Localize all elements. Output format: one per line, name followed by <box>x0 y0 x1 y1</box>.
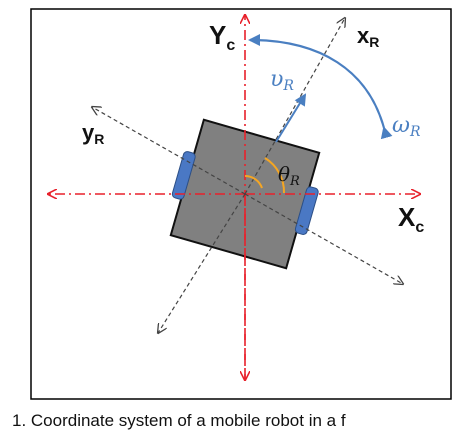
axis-y-r-neg <box>244 193 403 284</box>
theta-angle-arc <box>244 174 263 189</box>
velocity-arrow <box>275 93 307 143</box>
wheel-left <box>171 151 196 200</box>
label-theta-r: θR <box>278 162 300 189</box>
figure-border <box>30 8 452 400</box>
theta-angle-arc-outer <box>264 157 286 194</box>
label-y-r: yR <box>82 120 104 147</box>
wheel-right <box>294 186 319 235</box>
label-omega-r: ωR <box>392 113 421 140</box>
label-v-r: υR <box>270 67 294 94</box>
axis-x-r-neg <box>158 193 246 333</box>
label-x-r: xR <box>357 23 379 50</box>
axis-y-r <box>92 107 246 195</box>
angular-velocity-arc <box>248 34 393 140</box>
figure-caption: 1. Coordinate system of a mobile robot i… <box>12 412 346 430</box>
label-x-c: Xc <box>398 202 424 236</box>
label-y-c: Yc <box>209 20 235 54</box>
